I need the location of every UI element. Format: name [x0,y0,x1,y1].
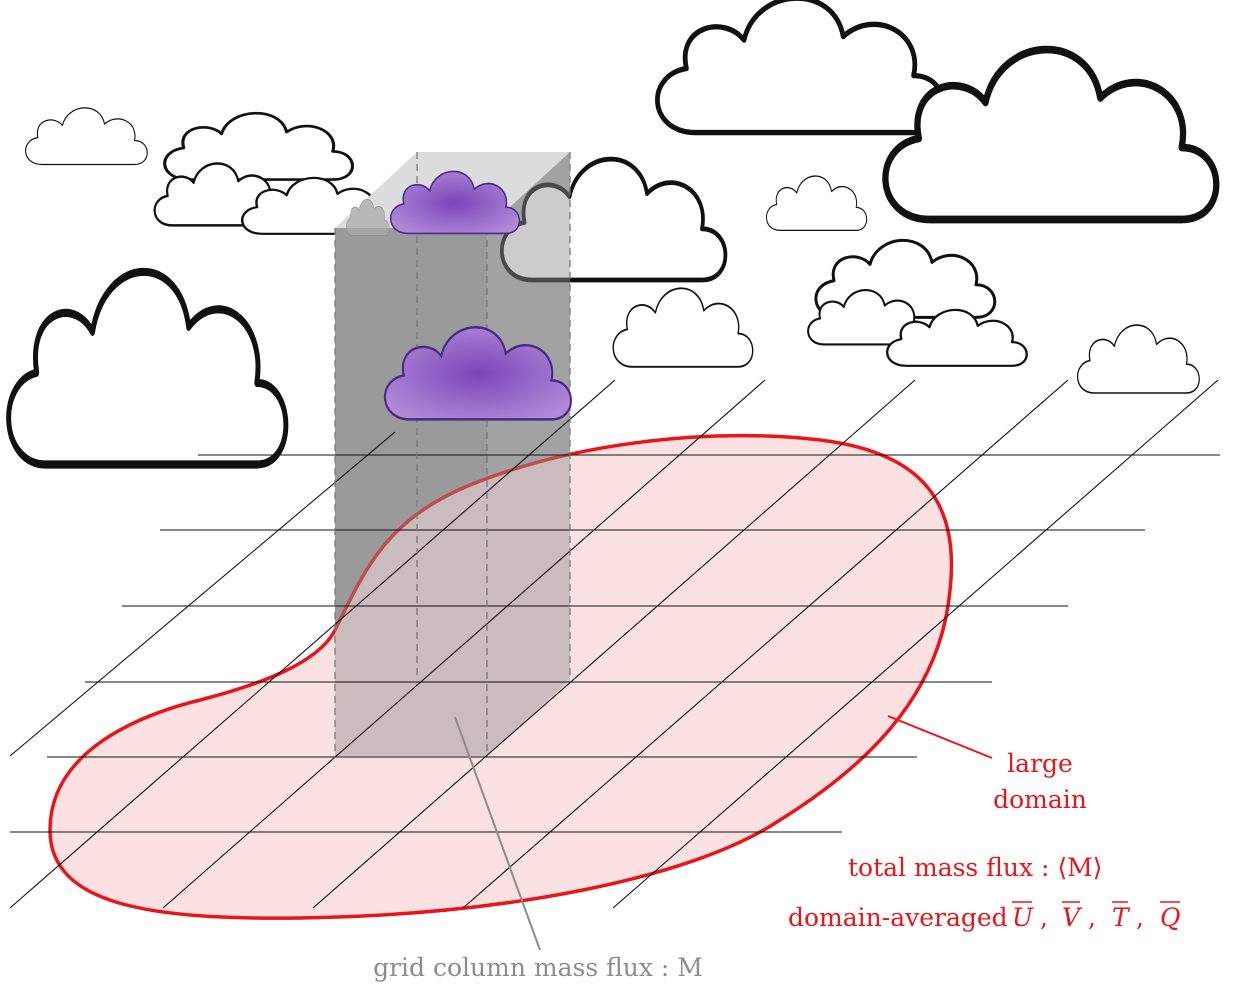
var-u: U [1012,903,1034,932]
grid-column-overlay [335,152,570,756]
cloud-outline [163,111,355,182]
grid-line [9,379,616,909]
grid-line [9,431,396,757]
svg-text:,: , [1040,903,1048,932]
var-q: Q [1160,903,1181,932]
horizontal-grid [10,454,1220,833]
grid-line [312,379,916,909]
large-domain-leader [887,715,993,759]
cloud-outline [1076,324,1201,394]
large-domain-label-line2: domain [993,785,1087,814]
svg-text:,: , [1136,903,1144,932]
grid-line [462,379,1069,909]
var-v: V [1062,903,1083,932]
cloud-outline [885,50,1216,220]
domain-averaged-variables: U , V , T , Q [1012,901,1181,932]
large-domain-label-line1: large [1007,749,1073,778]
grid-column-label: grid column mass flux : M [373,953,703,982]
svg-text:,: , [1088,903,1096,932]
cloud-outline [612,287,754,368]
total-mass-flux-label: total mass flux : ⟨M⟩ [848,853,1103,882]
domain-averaged-label: domain-averaged [788,903,1008,932]
grid-line [612,379,1219,909]
grid-line [162,379,766,909]
cloud-outline [25,107,148,166]
diagonal-grid [9,379,1219,909]
cloud-outline [765,175,868,232]
domain-labels: large domain total mass flux : ⟨M⟩ domai… [788,749,1181,932]
large-domain-region [48,433,954,920]
var-t: T [1112,903,1131,932]
cloud-outline [9,272,286,465]
grid-column-leader [454,716,541,951]
cloud-outline [657,0,943,133]
